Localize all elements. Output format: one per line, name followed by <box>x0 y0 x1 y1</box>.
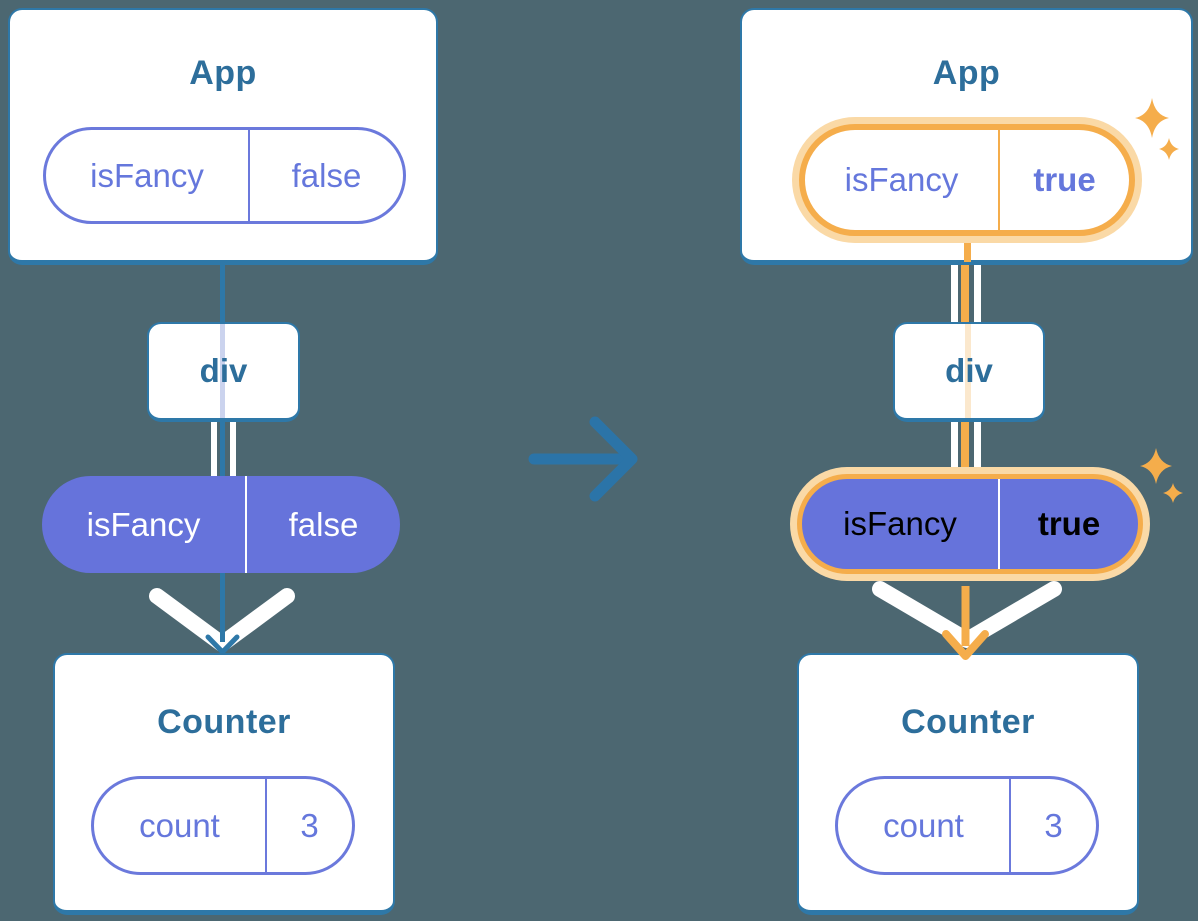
flow-chevron-arrow <box>872 581 1062 648</box>
component-title: div <box>199 352 248 389</box>
prop-through-line <box>220 324 225 418</box>
passed-prop-pill-highlighted: isFancy true <box>797 474 1143 574</box>
flow-chevron-arrow <box>149 588 295 652</box>
component-card-counter: Counter count 3 <box>53 653 395 915</box>
pill-name: isFancy <box>805 130 1000 230</box>
pill-value: false <box>288 505 359 543</box>
component-card-div: div <box>147 322 300 422</box>
component-card-counter: Counter count 3 <box>797 653 1139 915</box>
component-card-app: App isFancy false <box>8 8 438 265</box>
component-title: App <box>932 54 1001 92</box>
prop-through-line <box>965 324 971 418</box>
pill-value: 3 <box>300 806 319 844</box>
passed-prop-pill: isFancy false <box>42 476 400 573</box>
transition-arrow-icon <box>528 416 638 502</box>
prop-pill: isFancy false <box>43 127 406 224</box>
component-title: Counter <box>157 703 291 741</box>
component-title: App <box>189 54 257 92</box>
component-card-app: App isFancy true <box>740 8 1193 265</box>
prop-flow-line <box>964 234 971 262</box>
pill-name: isFancy <box>802 479 1000 569</box>
prop-pipe-left-rail <box>951 263 958 324</box>
component-title: Counter <box>901 703 1035 741</box>
prop-pill-highlighted: isFancy true <box>799 124 1135 236</box>
pill-value: false <box>291 156 362 194</box>
pill-value: true <box>1037 505 1101 542</box>
prop-pipe-left-rail <box>951 422 958 472</box>
tree-edge-div-pill <box>220 422 225 478</box>
pill-name: count <box>838 779 1011 872</box>
prop-pipe-left-rail <box>211 422 217 478</box>
state-pill: count 3 <box>835 776 1099 875</box>
tree-edge-app-div <box>220 263 225 324</box>
pill-name: isFancy <box>46 130 250 221</box>
sparkle-icon <box>1163 483 1183 503</box>
component-card-div: div <box>893 322 1045 422</box>
prop-flow-line <box>961 422 969 472</box>
component-title: div <box>945 352 993 389</box>
prop-pipe-right-rail <box>230 422 236 478</box>
pill-name: count <box>94 779 267 872</box>
sparkle-icon <box>1140 448 1172 484</box>
state-pill: count 3 <box>91 776 355 875</box>
pill-name: isFancy <box>42 476 247 573</box>
prop-pipe-right-rail <box>974 422 981 472</box>
prop-flow-line <box>961 263 969 324</box>
tree-edge-arrowhead <box>205 634 240 655</box>
prop-pipe-right-rail <box>974 263 981 324</box>
pill-value: 3 <box>1044 806 1063 844</box>
pill-value: true <box>1033 161 1096 198</box>
